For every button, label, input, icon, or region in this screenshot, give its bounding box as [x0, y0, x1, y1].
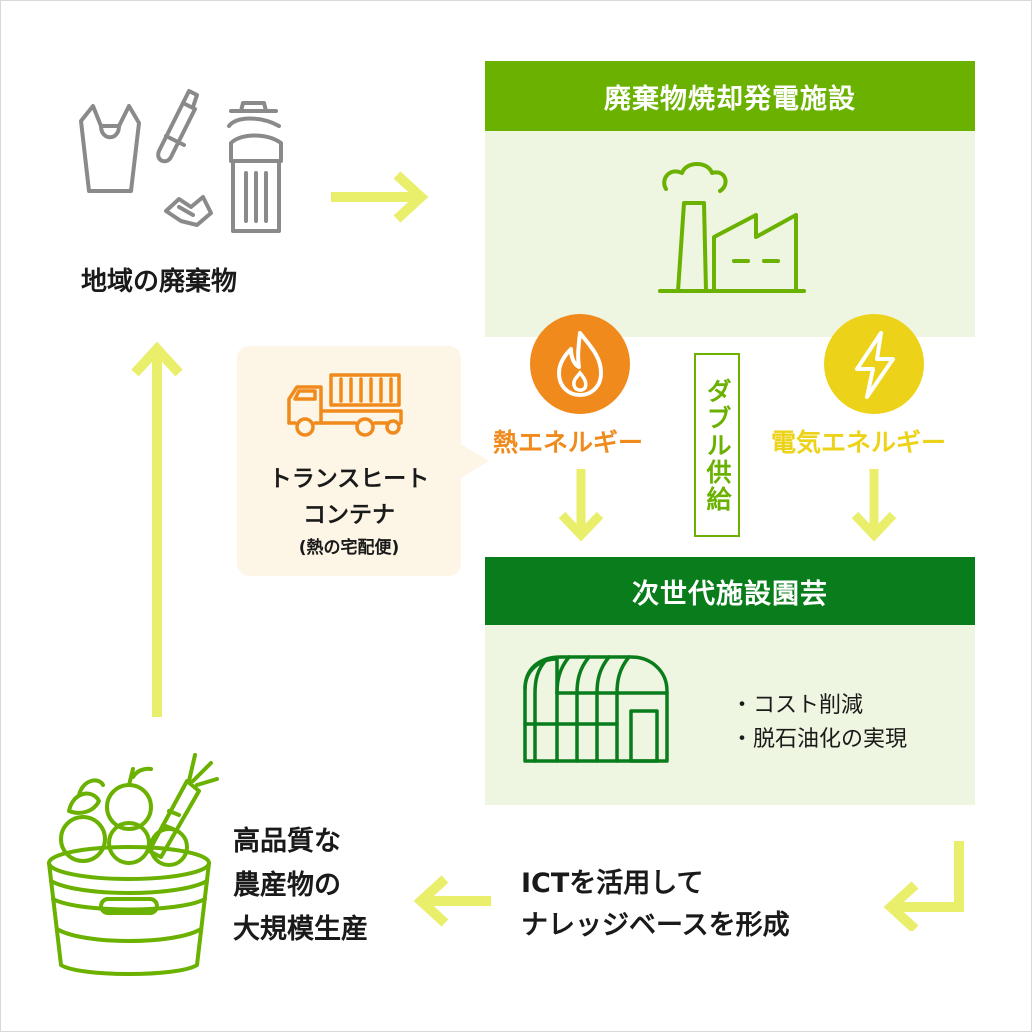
- bullet-1: ・コスト削減: [731, 693, 864, 718]
- flame-icon: [529, 313, 631, 415]
- produce-line3: 大規模生産: [233, 914, 368, 945]
- horticulture-title: 次世代施設園芸: [485, 557, 975, 625]
- arrow-left: [411, 873, 491, 929]
- transheat-sub: (熱の宅配便): [298, 538, 400, 558]
- produce-line1: 高品質な: [233, 826, 341, 857]
- greenhouse-icon: [521, 649, 671, 769]
- heat-energy-label: 熱エネルギー: [493, 428, 644, 457]
- double-supply-box: ダブル供給: [694, 353, 740, 537]
- callout-pointer: [459, 443, 489, 479]
- double-supply-label: ダブル供給: [703, 377, 732, 513]
- incinerator-panel: [485, 131, 975, 337]
- transheat-line2: コンテナ: [303, 502, 395, 528]
- transheat-callout: [237, 346, 461, 576]
- incinerator-title: 廃棄物焼却発電施設: [485, 61, 975, 131]
- produce-line2: 農産物の: [233, 870, 341, 901]
- arrow-down-heat: [556, 469, 606, 541]
- electric-energy-label: 電気エネルギー: [771, 428, 947, 457]
- ict-line2: ナレッジベースを形成: [521, 910, 790, 941]
- waste-label: 地域の廃棄物: [81, 267, 238, 297]
- factory-icon: [656, 159, 806, 299]
- waste-icon: [71, 81, 291, 241]
- bullet-2: ・脱石油化の実現: [731, 727, 908, 752]
- arrow-return: [881, 841, 971, 931]
- arrow-right: [331, 169, 431, 225]
- transheat-line1: トランスヒート: [268, 466, 430, 492]
- lightning-icon: [823, 313, 925, 415]
- container-truck-icon: [285, 369, 405, 439]
- ict-line1: ICTを活用して: [521, 868, 704, 899]
- produce-bucket-icon: [39, 751, 219, 981]
- horticulture-panel: [485, 625, 975, 805]
- arrow-up: [129, 341, 185, 717]
- arrow-down-electric: [849, 469, 899, 541]
